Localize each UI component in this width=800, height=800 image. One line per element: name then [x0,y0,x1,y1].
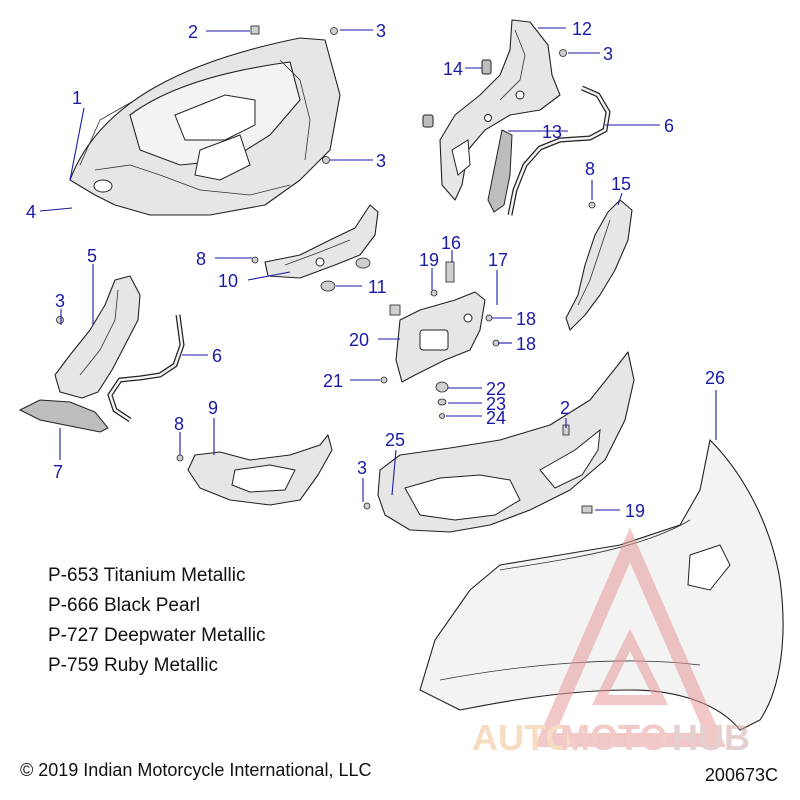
part-5-left-panel [54,275,141,399]
callout-8: 8 [585,159,595,179]
callout-9: 9 [208,398,218,418]
callout-22: 22 [486,379,506,399]
callout-3: 3 [55,291,65,311]
leader-lines [39,27,717,511]
callout-10: 10 [218,271,238,291]
callout-18: 18 [516,334,536,354]
callout-18: 18 [516,309,536,329]
paint-code-list: P-653 Titanium Metallic P-666 Black Pear… [48,561,266,681]
svg-text:HUB: HUB [672,717,750,758]
paint-code-item: P-727 Deepwater Metallic [48,625,266,646]
callout-6: 6 [212,346,222,366]
callout-7: 7 [53,462,63,482]
part-13-inner-brace [487,129,513,213]
part-11-grommet [320,257,371,292]
part-1-inner-fairing [69,37,341,216]
callout-19: 19 [419,250,439,270]
callout-14: 14 [443,59,463,79]
part-9-lower-panel [187,434,333,506]
svg-text:MOTO: MOTO [560,717,667,758]
part-12-mount-bracket [439,19,561,201]
callout-11: 11 [368,277,387,297]
part-14-clip [422,59,492,128]
callout-12: 12 [572,19,592,39]
paint-code-item: P-666 Black Pearl [48,595,201,616]
copyright-notice: © 2019 Indian Motorcycle International, … [20,760,372,780]
callout-2: 2 [188,22,198,42]
callout-2: 2 [560,398,570,418]
part-7-lower-trim [18,399,109,433]
callout-3: 3 [376,151,386,171]
part-26-outer-fairing [419,438,784,731]
part-20-center-bracket [395,291,486,383]
callout-21: 21 [323,371,343,391]
part-6-seal-left [107,314,185,423]
callout-15: 15 [611,174,631,194]
svg-text:AUTO: AUTO [472,717,573,758]
paint-code-item: P-653 Titanium Metallic [48,565,246,586]
callout-25: 25 [385,430,405,450]
callout-3: 3 [357,458,367,478]
callout-4: 4 [26,202,36,222]
part-25-front-trim [377,351,635,533]
diagram-code: 200673C [704,765,778,785]
callout-labels: 1 2 3 3 4 12 3 14 6 13 8 15 8 10 11 5 3 … [26,19,725,521]
callout-16: 16 [441,233,461,253]
callout-20: 20 [349,330,369,350]
callout-23: 23 [486,394,506,414]
callout-1: 1 [72,88,82,108]
part-15-right-panel [565,199,633,331]
automotohub-watermark-logo: AUTO MOTO HUB [472,527,750,758]
callout-3: 3 [603,44,613,64]
callout-8: 8 [196,249,206,269]
part-10-bracket [264,204,379,279]
fastener-group [56,25,596,514]
callout-8: 8 [174,414,184,434]
part-6-seal-right [507,85,611,216]
paint-code-item: P-759 Ruby Metallic [48,655,219,676]
callout-3: 3 [376,21,386,41]
callout-17: 17 [488,250,508,270]
callout-13: 13 [542,122,562,142]
callout-26: 26 [705,368,725,388]
callout-6: 6 [664,116,674,136]
callout-24: 24 [486,408,506,428]
callout-5: 5 [87,246,97,266]
callout-19: 19 [625,501,645,521]
